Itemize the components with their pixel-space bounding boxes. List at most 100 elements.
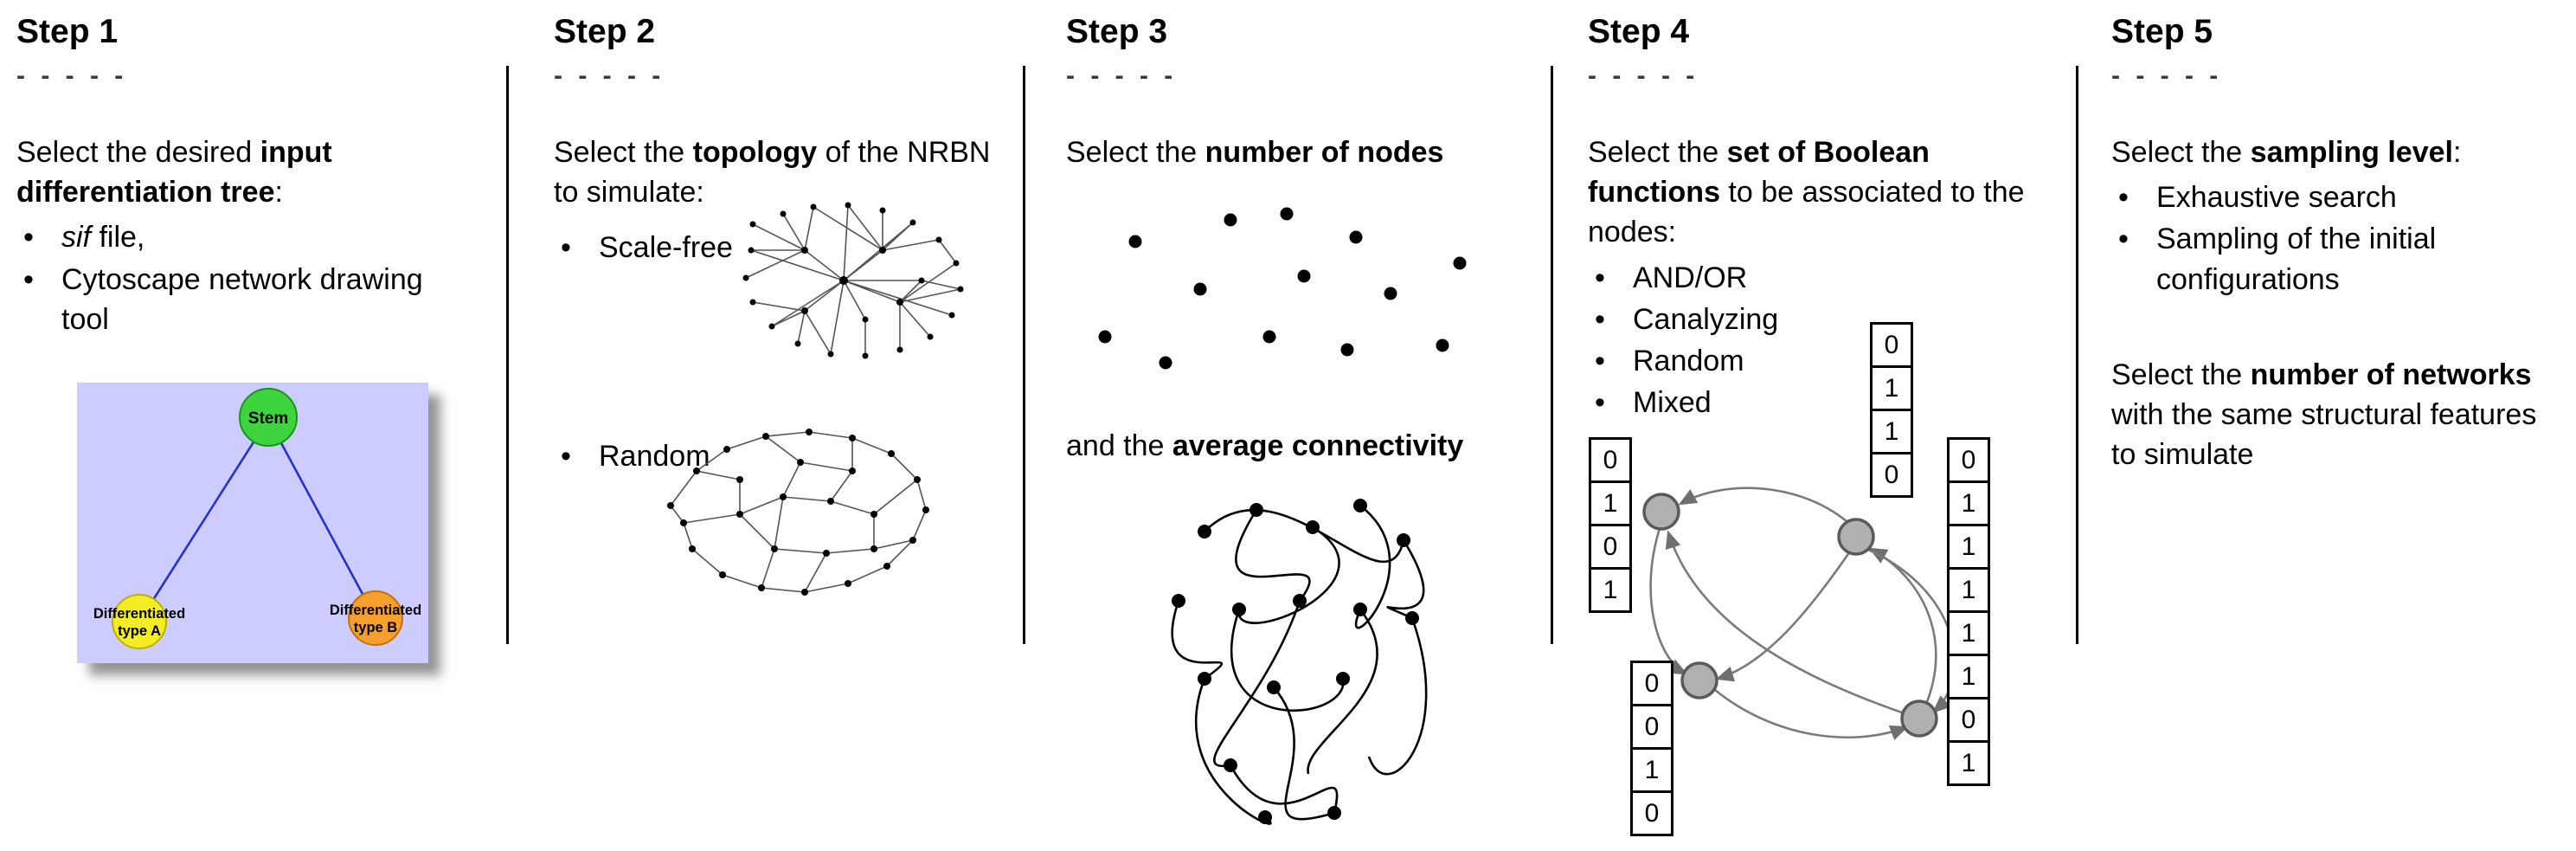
- step5-dashes: - - - - -: [2111, 61, 2223, 90]
- differentiation-tree-figure: Stem Differentiated type A Differentiate…: [77, 382, 428, 663]
- step4-intro-pre: Select the: [1588, 135, 1727, 169]
- step2-panel: Step 2 - - - - - Select the topology of …: [554, 12, 1004, 843]
- step3-second: and the average connectivity: [1066, 426, 1525, 466]
- step4-dashes: - - - - -: [1588, 61, 1699, 90]
- step3-intro: Select the number of nodes: [1066, 132, 1525, 172]
- boolean-node-a: [1642, 493, 1680, 531]
- step1-bullet-sif-text: sif file,: [61, 217, 432, 257]
- truth-table-cell: 0: [1630, 704, 1673, 750]
- sif-italic: sif: [61, 221, 91, 255]
- step4-bullet-andor: •AND/OR: [1588, 258, 2038, 298]
- truth-table-cell: 0: [1947, 697, 1990, 743]
- step4-intro-bold: set of Boolean functions: [1588, 135, 1930, 210]
- step2-bullet-random: • Random: [554, 436, 813, 476]
- truth-table-top: 0 1 1 0: [1870, 322, 1913, 498]
- type-a-node: [112, 593, 167, 649]
- random-network-figure: [667, 429, 929, 596]
- step4-bullet-canalyzing-text: Canalyzing: [1633, 302, 1779, 336]
- step5-title: Step 5: [2111, 13, 2213, 50]
- step5-second-bold: number of networks: [2250, 358, 2532, 391]
- truth-table-cell: 1: [1589, 567, 1632, 613]
- truth-table-cell: 1: [1589, 480, 1632, 526]
- step4-bullet-mixed: • Mixed: [1588, 383, 2038, 422]
- column-divider-4: [2076, 66, 2078, 644]
- truth-table-cell: 1: [1630, 747, 1673, 793]
- step5-second-pre: Select the: [2111, 358, 2251, 391]
- step2-intro: Select the topology of the NRBN to simul…: [554, 132, 1004, 212]
- step5-panel: Step 5 - - - - - Select the sampling lev…: [2111, 12, 2544, 480]
- step3-title: Step 3: [1066, 13, 1168, 50]
- step2-bullet-scalefree: • Scale-free: [554, 228, 1004, 268]
- step5-second: Select the number of networks with the s…: [2111, 355, 2544, 475]
- step4-bullet-mixed-text: Mixed: [1633, 386, 1712, 420]
- step3-second-bold: average connectivity: [1172, 429, 1464, 462]
- step3-dashes: - - - - -: [1066, 61, 1178, 90]
- sif-rest: file,: [91, 221, 145, 255]
- bullet-marker: •: [1595, 344, 1605, 377]
- tangle-nodes: [1172, 499, 1419, 824]
- truth-table-cell: 0: [1630, 790, 1673, 836]
- step4-bullet-random-text: Random: [1633, 344, 1744, 377]
- scale-free-nodes: [742, 202, 964, 359]
- step3-panel: Step 3 - - - - - Select the number of no…: [1066, 12, 1525, 843]
- boolean-edges: [1649, 487, 1956, 740]
- type-b-label-line2: type B: [354, 620, 398, 635]
- bullet-marker: •: [1595, 302, 1605, 336]
- bullet-marker: •: [1595, 386, 1605, 420]
- tree-edge-stem-to-b: [267, 418, 377, 619]
- step5-bullet-exhaustive: • Exhaustive search: [2111, 177, 2544, 217]
- step1-title: Step 1: [16, 13, 119, 50]
- step1-intro-pre: Select the desired: [16, 135, 260, 169]
- truth-table-cell: 1: [1947, 524, 1990, 570]
- boolean-network-figure: 0 1 0 1 0 1 1 0 0 0 1 0 0 1 1 1: [1588, 322, 2003, 851]
- step4-bullet-andor-text: AND/OR: [1633, 261, 1748, 294]
- stem-label: Stem: [248, 409, 288, 428]
- step4-intro: Select the set of Boolean functions to b…: [1588, 132, 2038, 253]
- truth-table-cell: 1: [1870, 409, 1913, 455]
- truth-table-cell: 1: [1947, 740, 1990, 786]
- boolean-nodes: [1642, 493, 1938, 738]
- step4-bullet-canalyzing: • Canalyzing: [1588, 300, 2038, 339]
- column-divider-2: [1023, 66, 1025, 644]
- step4-panel: Step 4 - - - - - Select the set of Boole…: [1588, 12, 2038, 848]
- step5-intro-bold: sampling level: [2250, 135, 2453, 169]
- step3-intro-pre: Select the: [1066, 135, 1205, 169]
- truth-table-cell: 1: [1947, 567, 1990, 613]
- step5-intro: Select the sampling level:: [2111, 132, 2544, 172]
- step2-intro-pre: Select the: [554, 135, 693, 169]
- step4-bullet-random: • Random: [1588, 341, 2038, 381]
- connectivity-tangle-figure: [1171, 499, 1428, 825]
- step5-bullet-exhaustive-text: Exhaustive search: [2156, 181, 2397, 215]
- truth-table-cell: 1: [1947, 610, 1990, 656]
- step2-title: Step 2: [554, 13, 656, 50]
- step5-intro-pre: Select the: [2111, 135, 2251, 169]
- stem-node: [239, 387, 298, 447]
- boolean-node-b: [1837, 518, 1875, 556]
- nodes-dots-figure: [1098, 207, 1467, 370]
- step1-intro-bold: input differentiation tree: [16, 135, 332, 210]
- truth-table-bottom: 0 0 1 0: [1630, 661, 1673, 836]
- boolean-node-d: [1900, 699, 1938, 738]
- bullet-marker: •: [23, 221, 34, 255]
- boolean-node-c: [1680, 661, 1718, 699]
- boolean-network-svg: [1642, 487, 1956, 740]
- bullet-marker: •: [2118, 181, 2129, 215]
- truth-table-left: 0 1 0 1: [1589, 437, 1632, 613]
- tree-edge-stem-to-a: [138, 418, 270, 622]
- step1-bullet-cytoscape-text: Cytoscape network drawing tool: [61, 262, 423, 336]
- random-nodes: [667, 429, 929, 596]
- type-b-label-line1: Differentiated: [330, 603, 421, 618]
- step3-intro-bold: number of nodes: [1204, 135, 1444, 169]
- dots: [1098, 207, 1467, 370]
- step1-dashes: - - - - -: [16, 61, 128, 90]
- step4-title: Step 4: [1588, 13, 1690, 50]
- truth-table-cell: 0: [1870, 322, 1913, 368]
- truth-table-cell: 0: [1870, 452, 1913, 498]
- step5-second-post: with the same structural features to sim…: [2111, 397, 2537, 472]
- step1-bullet-cytoscape: • Cytoscape network drawing tool: [16, 260, 432, 339]
- step2-bullet-random-text: Random: [599, 440, 710, 473]
- type-a-label-line1: Differentiated: [93, 606, 185, 622]
- truth-table-cell: 0: [1630, 661, 1673, 706]
- type-a-label-line2: type A: [118, 623, 161, 639]
